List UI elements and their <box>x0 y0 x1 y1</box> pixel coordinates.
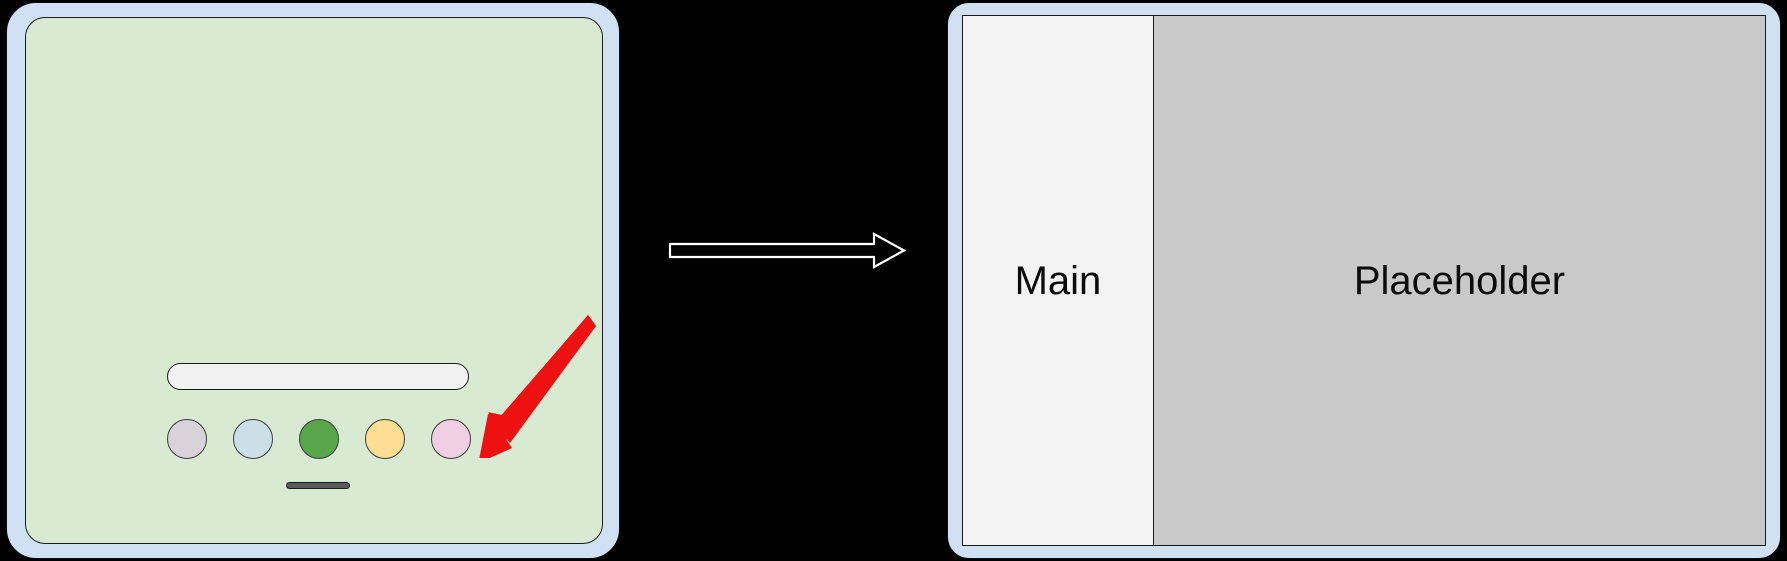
dock-icon-3[interactable] <box>299 419 339 459</box>
tablet-device-frame <box>6 2 620 559</box>
split-view-content: Main Placeholder <box>962 15 1766 546</box>
dock-icon-5[interactable] <box>431 419 471 459</box>
dock-icon-1[interactable] <box>167 419 207 459</box>
home-indicator-bar[interactable] <box>286 482 350 489</box>
transition-arrow-icon <box>668 232 907 269</box>
split-view-window-frame: Main Placeholder <box>947 2 1781 559</box>
tablet-screen <box>25 17 603 544</box>
pane-main-label: Main <box>1014 258 1102 303</box>
dock-bar <box>167 416 487 462</box>
pane-placeholder[interactable]: Placeholder <box>1153 16 1765 545</box>
dock-icon-4[interactable] <box>365 419 405 459</box>
dock-icon-2[interactable] <box>233 419 273 459</box>
search-input[interactable] <box>167 363 469 390</box>
pane-main[interactable]: Main <box>963 16 1154 545</box>
pane-placeholder-label: Placeholder <box>1353 258 1566 303</box>
